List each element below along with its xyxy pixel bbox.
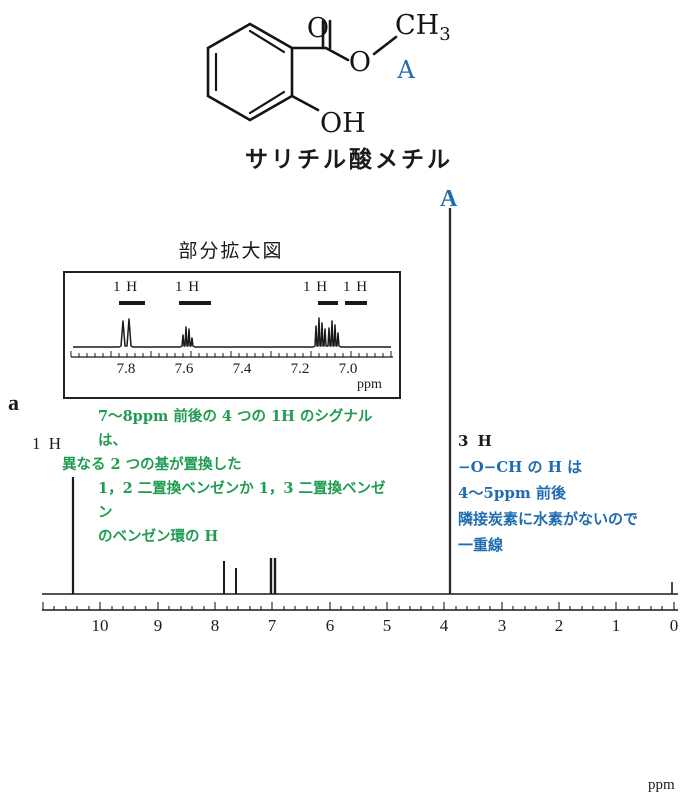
methyl-group-label: CH3 bbox=[395, 10, 451, 45]
blue-annotation-line-2: 4〜5ppm 前後 bbox=[458, 484, 566, 502]
inset-integration-bar-4 bbox=[345, 301, 367, 305]
inset-integration-bar-2 bbox=[179, 301, 211, 305]
inset-axis-unit-label: ppm bbox=[357, 377, 382, 392]
axis-tick-label-5: 5 bbox=[382, 616, 392, 635]
methyl-integration-label: 3 H bbox=[458, 432, 494, 450]
green-annotation-line-1: 7〜8ppm 前後の 4 つの 1H のシグナルは、 bbox=[98, 408, 373, 449]
inset-tick-label-7.2: 7.2 bbox=[290, 361, 310, 377]
structure-marker-a-label: A bbox=[396, 56, 415, 84]
panel-letter: a bbox=[8, 390, 19, 415]
axis-tick-label-0: 0 bbox=[669, 616, 679, 635]
compound-name: サリチル酸メチル bbox=[245, 146, 453, 173]
axis-tick-label-7: 7 bbox=[267, 616, 277, 635]
green-annotation-line-4: のベンゼン環の H bbox=[98, 528, 219, 545]
carbonyl-oxygen-label: O bbox=[307, 13, 329, 44]
axis-tick-label-4: 4 bbox=[439, 616, 449, 635]
blue-annotation-line-4: 一重線 bbox=[458, 536, 504, 554]
inset-title: 部分拡大図 bbox=[178, 240, 284, 262]
blue-annotation-block: 3 H −O−CH の H は 4〜5ppm 前後 隣接炭素に水素がないので 一… bbox=[458, 428, 688, 558]
green-annotation-line-3: 1，2 二置換ベンゼンか 1，3 二置換ベンゼン bbox=[98, 480, 386, 521]
spectrum-ticks bbox=[42, 602, 675, 610]
hydroxyl-label: OH bbox=[320, 108, 366, 139]
axis-unit-label: ppm bbox=[648, 777, 675, 793]
oh-integration-label: 1 H bbox=[32, 434, 64, 453]
peak-marker-a-label: A bbox=[440, 186, 458, 212]
structure-svg: O O CH3 OH A bbox=[206, 10, 451, 139]
inset-integration-label-1: 1 H bbox=[113, 279, 139, 295]
axis-tick-label-2: 2 bbox=[554, 616, 564, 635]
inset-tick-label-7.6: 7.6 bbox=[174, 361, 194, 377]
axis-tick-label-6: 6 bbox=[325, 616, 335, 635]
axis-tick-label-1: 1 bbox=[611, 616, 621, 635]
inset-expanded-spectrum: 1 H 1 H 1 H 1 H bbox=[63, 271, 401, 399]
green-annotation-block: 7〜8ppm 前後の 4 つの 1H のシグナルは、 異なる 2 つの基が置換し… bbox=[62, 405, 388, 549]
axis-tick-label-8: 8 bbox=[210, 616, 220, 635]
inset-integration-bar-3 bbox=[318, 301, 338, 305]
nmr-spectrum-chart: 10 9 8 7 6 5 4 3 2 1 0 ppm bbox=[0, 150, 698, 793]
inset-tick-label-7.8: 7.8 bbox=[116, 361, 136, 377]
inset-integration-label-3: 1 H bbox=[303, 279, 329, 295]
green-annotation-line-2: 異なる 2 つの基が置換した bbox=[62, 456, 242, 473]
inset-trace-svg bbox=[70, 317, 393, 358]
ester-oxygen-label: O bbox=[349, 47, 371, 78]
axis-tick-label-10: 10 bbox=[91, 616, 109, 635]
inset-integration-bar-1 bbox=[119, 301, 145, 305]
inset-integration-label-4: 1 H bbox=[343, 279, 369, 295]
blue-annotation-line-1: −O−CH の H は bbox=[458, 458, 583, 476]
inset-tick-label-7.0: 7.0 bbox=[338, 361, 358, 377]
inset-tick-label-7.4: 7.4 bbox=[232, 361, 252, 377]
blue-annotation-line-3: 隣接炭素に水素がないので bbox=[458, 510, 639, 528]
inset-integration-label-2: 1 H bbox=[175, 279, 201, 295]
axis-tick-label-9: 9 bbox=[153, 616, 163, 635]
axis-tick-label-3: 3 bbox=[497, 616, 507, 635]
chemical-structure-diagram: O O CH3 OH A bbox=[190, 4, 460, 144]
nmr-spectrum-svg bbox=[42, 208, 678, 611]
